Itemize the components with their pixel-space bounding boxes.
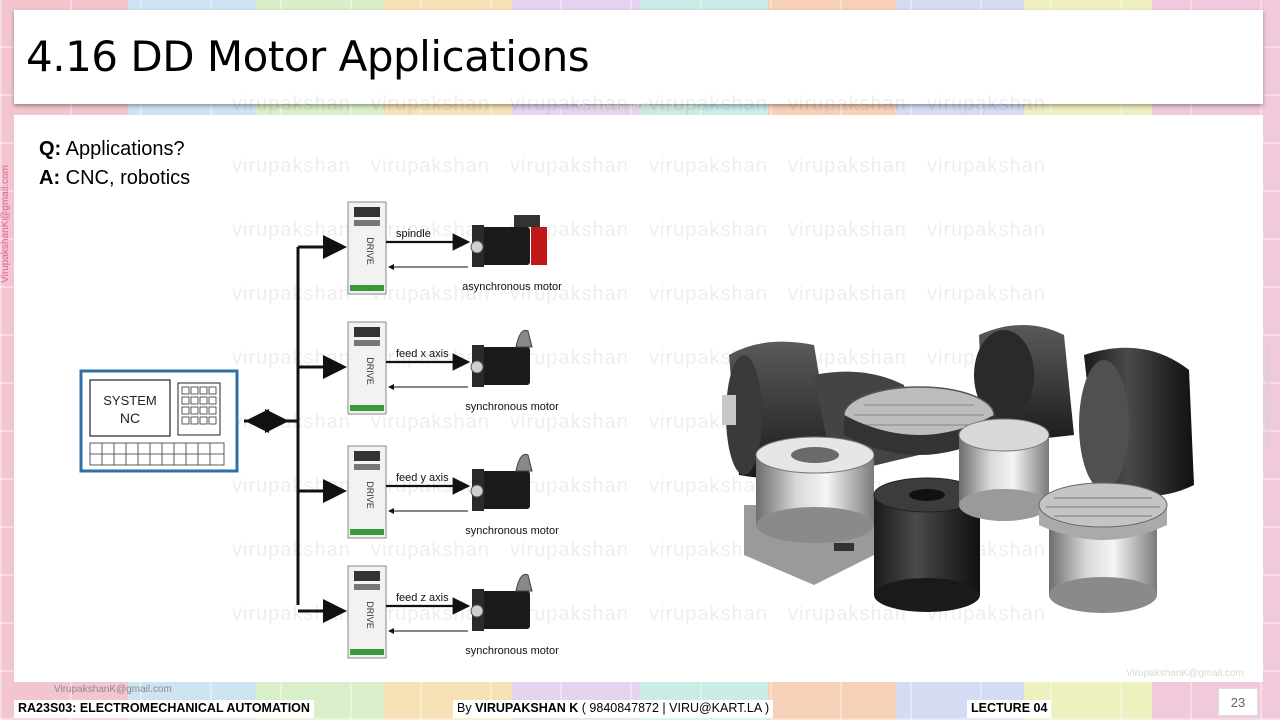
title-box: 4.16 DD Motor Applications xyxy=(14,10,1263,104)
drive-branch-1: DRIVE spindle asynchronous motor xyxy=(298,201,562,295)
nc-label-line2: NC xyxy=(120,410,140,426)
system-nc-unit: SYSTEM NC xyxy=(79,369,239,473)
drive-label: DRIVE xyxy=(365,357,375,385)
page-number: 23 xyxy=(1218,688,1258,716)
nc-keyboard xyxy=(89,442,225,466)
motor-label: synchronous motor xyxy=(465,525,559,537)
axis-label: feed y axis xyxy=(396,472,449,484)
drive-unit: DRIVE xyxy=(347,321,387,415)
email-watermark-bottom-right: VirupakshanK@gmail.com xyxy=(1126,668,1244,679)
drive-label: DRIVE xyxy=(365,601,375,629)
drive-branch-2: DRIVE feed x axis synchronous motor xyxy=(298,321,559,415)
nc-keypad-grid xyxy=(181,386,217,425)
synchronous-motor-icon xyxy=(470,453,533,511)
rotary-tables-illustration xyxy=(722,325,1194,613)
drive-branch-4: DRIVE feed z axis synchronous motor xyxy=(298,565,559,659)
nc-label-line1: SYSTEM xyxy=(103,393,156,408)
drive-unit: DRIVE xyxy=(347,565,387,659)
motor-label: synchronous motor xyxy=(465,401,559,413)
motor-label: asynchronous motor xyxy=(462,281,562,293)
footer-lecture: LECTURE 04 xyxy=(967,700,1052,718)
footer-course: RA23S03: ELECTROMECHANICAL AUTOMATION xyxy=(14,700,314,718)
trunnion-table-right xyxy=(974,325,1194,497)
axis-label: feed x axis xyxy=(396,348,449,360)
email-watermark-bottom-left: VirupakshanK@gmail.com xyxy=(54,684,172,695)
axis-label: feed z axis xyxy=(396,592,449,604)
qa-block: Q: Applications? A: CNC, robotics xyxy=(39,135,190,193)
email-watermark-left: VirupakshanK@gmail.com xyxy=(0,165,11,283)
asynchronous-motor-icon xyxy=(470,215,547,267)
drive-label: DRIVE xyxy=(365,481,375,509)
email-watermark-right: VirupakshanK@gmail.com xyxy=(1264,342,1274,449)
email-watermark-top: VirupakshanK@gmail.com xyxy=(578,103,696,114)
slide-title: 4.16 DD Motor Applications xyxy=(26,32,590,81)
cylindrical-slotted-table xyxy=(1038,482,1168,613)
synchronous-motor-icon xyxy=(470,329,533,387)
footer-author: By VIRUPAKSHAN K ( 9840847872 | VIRU@KAR… xyxy=(453,700,774,718)
steel-rotary-head xyxy=(958,418,1050,521)
slotted-rotary-table xyxy=(843,386,995,455)
question-line: Q: Applications? xyxy=(39,138,185,160)
drive-unit: DRIVE xyxy=(347,201,387,295)
drive-unit: DRIVE xyxy=(347,445,387,539)
drive-branch-3: DRIVE feed y axis synchronous motor xyxy=(298,445,559,539)
drive-label: DRIVE xyxy=(365,237,375,265)
answer-line: A: CNC, robotics xyxy=(39,167,191,189)
axis-label: spindle xyxy=(396,228,431,240)
motor-label: synchronous motor xyxy=(465,645,559,657)
steel-rotary-table xyxy=(744,436,875,585)
torque-motor-dark xyxy=(873,477,981,612)
synchronous-motor-icon xyxy=(470,573,533,631)
